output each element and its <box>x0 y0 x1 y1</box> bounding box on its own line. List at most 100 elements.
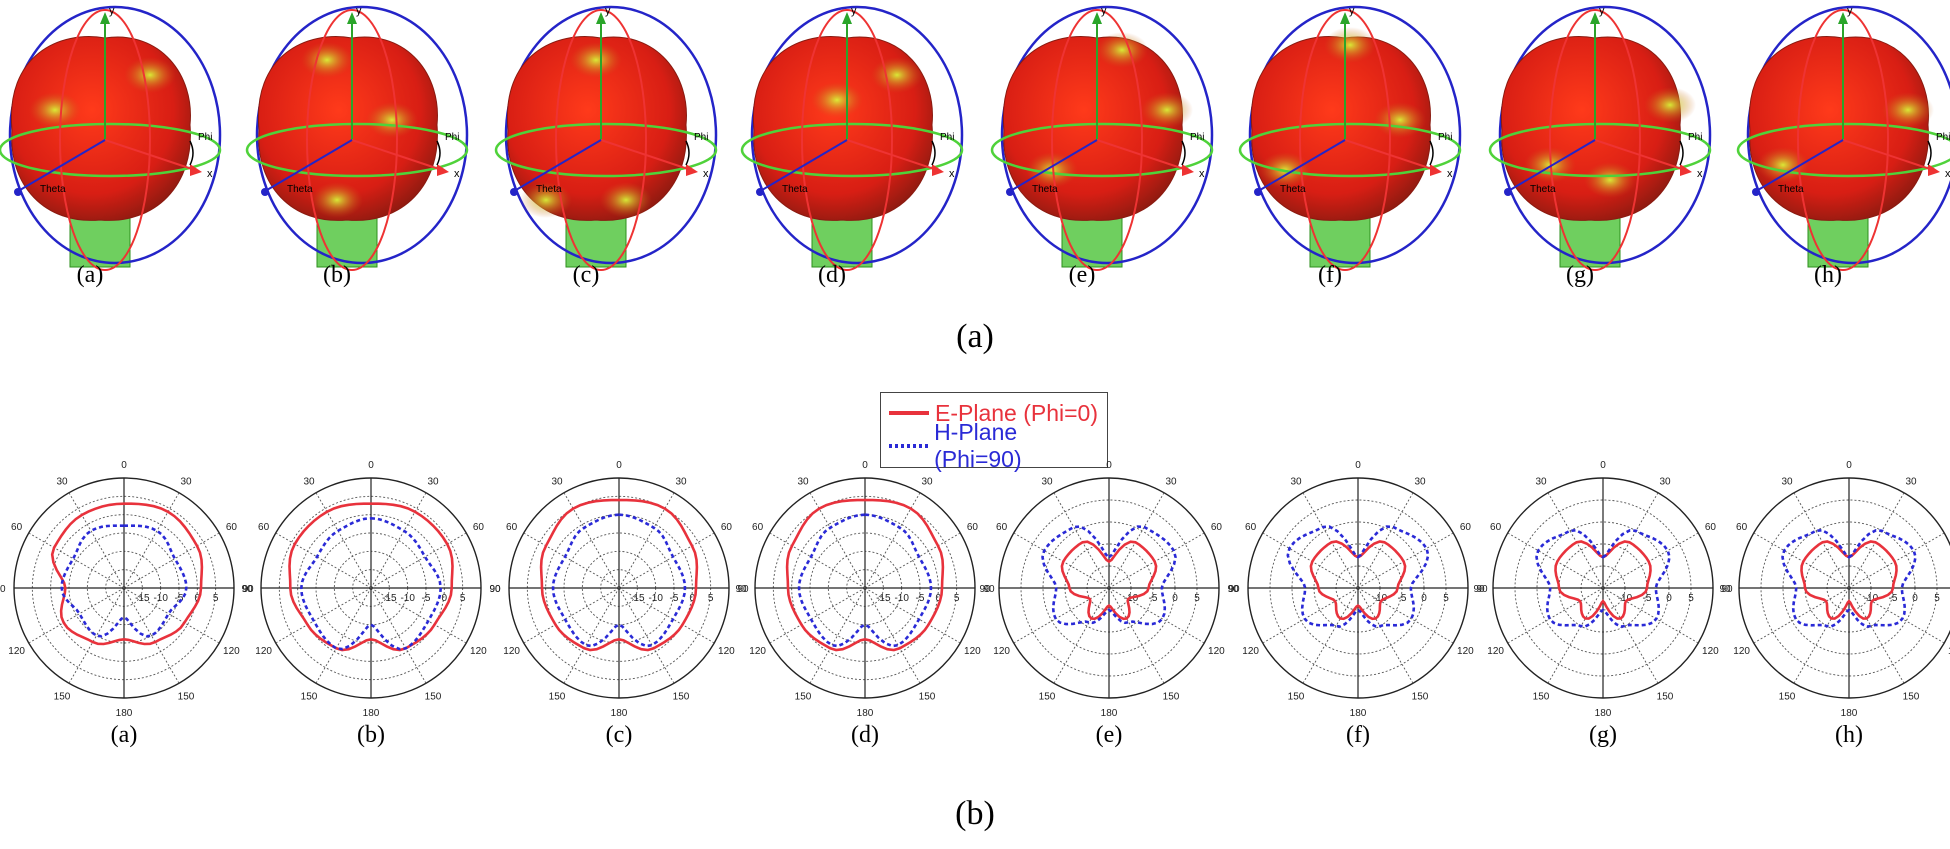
bottom-sublabel: (h) <box>1835 722 1863 748</box>
radial-tick-label: 0 <box>1666 593 1672 604</box>
bottom-sublabel: (a) <box>110 722 138 748</box>
z-axis-tip <box>261 188 269 196</box>
z-axis-line <box>1757 139 1844 191</box>
angle-tick-label: 150 <box>178 691 195 702</box>
angle-tick-label: 60 <box>473 522 485 533</box>
radial-tick-label: -10 <box>1618 593 1633 604</box>
angle-tick-label: 30 <box>551 477 563 488</box>
x-axis-label: x <box>1447 168 1453 180</box>
gain-hotspot <box>311 182 363 218</box>
radial-tick-label: -5 <box>1643 593 1652 604</box>
green-horizon-circle <box>1238 122 1462 178</box>
hplane-series-line <box>1781 528 1917 628</box>
x-axis-line <box>846 139 938 171</box>
bottom-sublabel: (c) <box>605 722 633 748</box>
legend-label-eplane: E-Plane (Phi=0) <box>935 399 1098 426</box>
top-sublabel: (g) <box>1566 262 1594 288</box>
z-axis-tip <box>14 188 22 196</box>
angle-tick-label: 60 <box>752 522 764 533</box>
theta-label: Theta <box>1778 184 1804 195</box>
red-meridian-circle <box>59 9 151 271</box>
angle-tick-label: 0 <box>1106 460 1112 471</box>
x-axis-arrow <box>437 164 449 176</box>
red-meridian-circle <box>555 9 647 271</box>
blue-great-circle <box>1498 5 1712 265</box>
phi-arrow <box>1927 140 1932 166</box>
angle-tick-label: 0 <box>368 460 374 471</box>
red-meridian-circle <box>801 9 893 271</box>
angle-tick-label: 30 <box>56 477 68 488</box>
angle-tick-label: 150 <box>1533 691 1550 702</box>
y-axis-label: y <box>1599 5 1605 17</box>
angle-tick-label: 30 <box>797 477 809 488</box>
y-axis-arrow <box>1340 12 1350 24</box>
phi-label: Phi <box>1438 132 1452 143</box>
z-axis-tip <box>1752 188 1760 196</box>
radial-tick-label: 5 <box>460 593 466 604</box>
radial-tick-label: -5 <box>670 593 679 604</box>
bottom-sublabel: (d) <box>851 722 879 748</box>
angle-tick-label: 150 <box>1903 691 1920 702</box>
x-axis-line <box>600 139 692 171</box>
x-axis-arrow <box>932 164 944 176</box>
red-meridian-circle <box>1299 9 1391 271</box>
gain-hotspot <box>29 92 81 128</box>
red-meridian-circle <box>1549 9 1641 271</box>
y-axis-label: y <box>851 5 857 17</box>
phi-label: Phi <box>940 132 954 143</box>
angle-tick-label: 90 <box>1721 584 1733 595</box>
angle-tick-label: 90 <box>735 584 747 595</box>
angle-tick-label: 60 <box>967 522 979 533</box>
y-axis-arrow <box>1590 12 1600 24</box>
y-axis-label: y <box>109 5 115 17</box>
angle-tick-label: 120 <box>1702 646 1719 657</box>
y-axis-arrow <box>842 12 852 24</box>
angle-tick-label: 30 <box>1781 477 1793 488</box>
angle-tick-label: 60 <box>996 522 1008 533</box>
angle-tick-label: 120 <box>749 646 766 657</box>
bottom-sublabel: (f) <box>1346 722 1370 748</box>
angle-tick-label: 180 <box>363 708 380 719</box>
gain-hotspot <box>124 57 176 93</box>
angle-tick-label: 180 <box>611 708 628 719</box>
angle-tick-label: 180 <box>1350 708 1367 719</box>
legend-item-eplane: E-Plane (Phi=0) <box>889 398 1098 428</box>
angle-tick-label: 60 <box>721 522 733 533</box>
radial-tick-label: -15 <box>876 593 891 604</box>
angle-tick-label: 150 <box>673 691 690 702</box>
angle-tick-label: 120 <box>718 646 735 657</box>
radial-tick-label: -5 <box>1398 593 1407 604</box>
angle-tick-label: 120 <box>503 646 520 657</box>
gain-hotspot <box>570 42 622 78</box>
z-axis-line <box>1509 139 1596 191</box>
radial-tick-label: -10 <box>648 593 663 604</box>
hplane-series-line <box>551 513 687 648</box>
angle-tick-label: 30 <box>1041 477 1053 488</box>
polar-spoke <box>563 587 620 684</box>
radial-tick-label: -5 <box>422 593 431 604</box>
z-axis-tip <box>756 188 764 196</box>
x-axis-arrow <box>190 164 202 176</box>
radial-tick-label: 0 <box>690 593 696 604</box>
angle-tick-label: 30 <box>1535 477 1547 488</box>
x-axis-line <box>1096 139 1188 171</box>
eplane-series-line <box>539 498 699 652</box>
phi-label: Phi <box>198 132 212 143</box>
angle-tick-label: 60 <box>226 522 238 533</box>
polar-spoke <box>275 587 372 644</box>
angle-tick-label: 90 <box>737 584 749 595</box>
x-axis-line <box>104 139 196 171</box>
gain-hotspot <box>1096 32 1148 68</box>
theta-label: Theta <box>782 184 808 195</box>
radiation-body <box>1002 36 1183 221</box>
z-axis-line <box>515 139 602 191</box>
phi-arrow <box>1429 140 1434 166</box>
angle-tick-label: 90 <box>983 584 995 595</box>
angle-tick-label: 150 <box>795 691 812 702</box>
blue-great-circle <box>1000 5 1214 265</box>
